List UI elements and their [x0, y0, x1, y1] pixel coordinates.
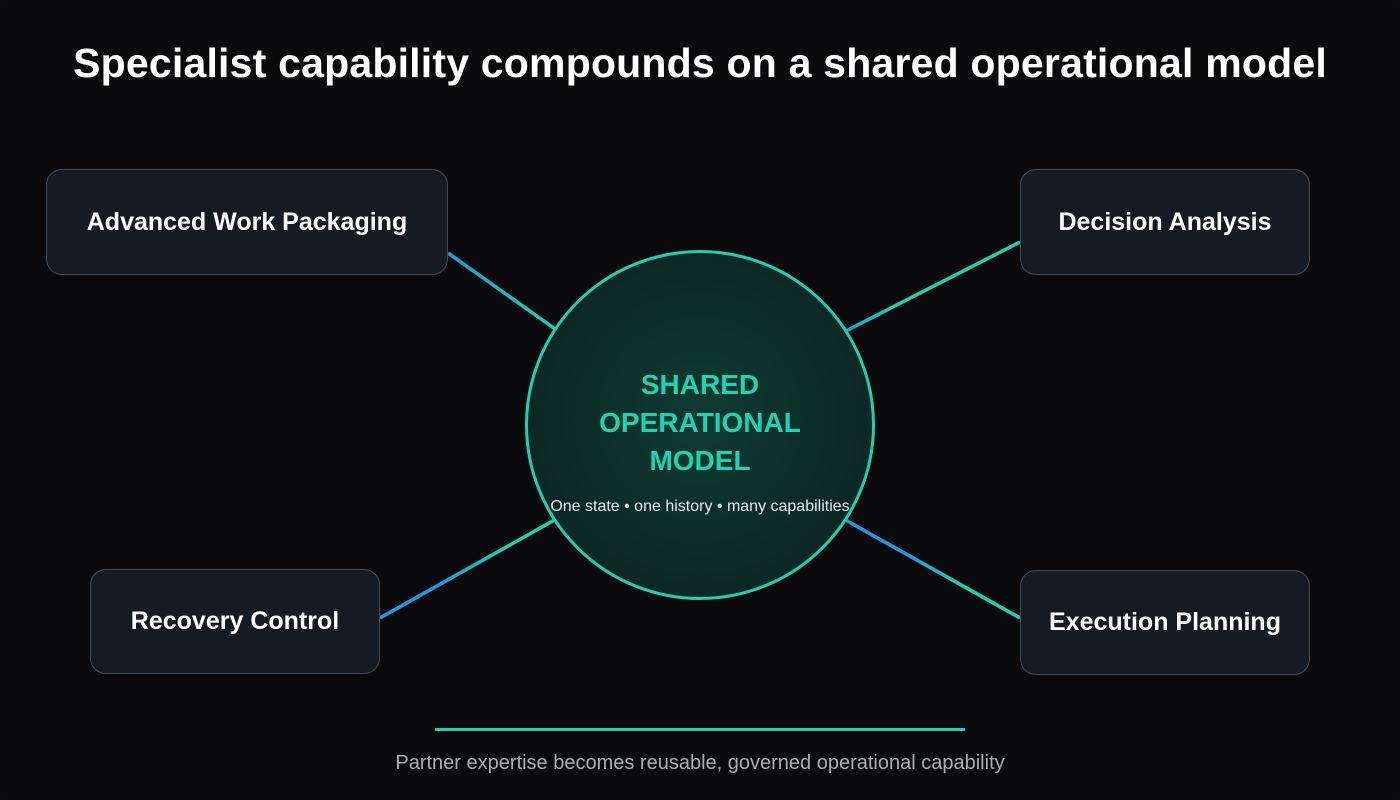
node-decision-analysis: Decision Analysis: [1020, 169, 1310, 275]
node-label: Execution Planning: [1049, 608, 1281, 636]
node-label: Decision Analysis: [1058, 207, 1272, 236]
connector-bottom-right: [841, 516, 1021, 620]
connector-top-right: [841, 240, 1021, 335]
node-advanced-work-packaging: Advanced Work Packaging: [46, 169, 448, 275]
connector-bottom-left: [379, 516, 559, 620]
node-recovery-control: Recovery Control: [90, 569, 380, 674]
node-label: Advanced Work Packaging: [86, 207, 408, 236]
hub-title: SHARED OPERATIONAL MODEL: [599, 369, 801, 476]
connector-top-left: [446, 251, 560, 333]
footer-caption: Partner expertise becomes reusable, gove…: [395, 752, 1005, 774]
hub-circle: [525, 250, 875, 600]
footer-divider: [435, 728, 965, 731]
node-execution-planning: Execution Planning: [1020, 570, 1310, 675]
slide-title: Specialist capability compounds on a sha…: [73, 40, 1327, 86]
node-label: Recovery Control: [130, 607, 340, 635]
hub-subtitle: One state • one history • many capabilit…: [550, 498, 850, 515]
